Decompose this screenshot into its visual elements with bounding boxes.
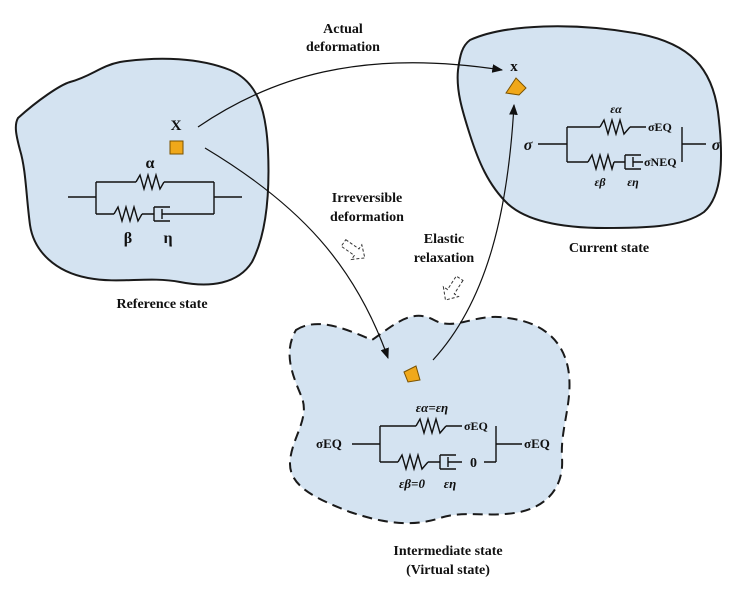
intermediate-rheology-model (352, 416, 522, 472)
intermediate-sigma-eq-left-label: σEQ (316, 436, 342, 451)
intermediate-zero-label: 0 (470, 456, 477, 471)
reference-eta-label: η (163, 230, 172, 247)
hollow-arrow-irreversible (340, 238, 366, 261)
reference-beta-label: β (124, 230, 132, 247)
reference-point-label: X (171, 118, 182, 134)
reference-region (14, 57, 270, 286)
irreversible-deformation-arrow (204, 147, 389, 360)
current-eps-eta-label: εη (627, 175, 639, 189)
elastic-relaxation-arrow (432, 103, 518, 361)
current-state-label: Current state (569, 241, 649, 256)
hollow-arrow-elastic (442, 275, 464, 301)
intermediate-eps-beta-zero-label: εβ=0 (399, 476, 425, 491)
current-rheology-model (538, 117, 706, 172)
reference-alpha-label: α (146, 155, 155, 172)
irreversible-label-line1: Irreversible (332, 191, 403, 206)
intermediate-region (288, 314, 571, 525)
intermediate-point-marker (403, 365, 421, 383)
intermediate-sigma-eq-right-label: σEQ (524, 436, 550, 451)
current-sigma-eq-label: σEQ (648, 120, 672, 134)
current-sigma-neq-label: σNEQ (644, 155, 677, 169)
current-point-marker (505, 77, 527, 96)
actual-label-line1: Actual (323, 22, 363, 37)
elastic-label-line2: relaxation (414, 251, 475, 266)
actual-deformation-arrow (197, 62, 504, 128)
reference-point-marker (169, 140, 184, 155)
intermediate-sigma-eq-top-label: σEQ (464, 419, 488, 433)
intermediate-eps-eta-label: εη (444, 476, 456, 491)
current-eps-alpha-label: εα (610, 102, 622, 116)
intermediate-state-label-line1: Intermediate state (393, 544, 502, 559)
current-sigma-left-label: σ (524, 137, 533, 154)
current-sigma-right-label: σ (712, 137, 721, 154)
actual-label-line2: deformation (306, 40, 380, 55)
intermediate-state-label-line2: (Virtual state) (406, 563, 490, 578)
reference-state-label: Reference state (116, 297, 207, 312)
current-eps-beta-label: εβ (594, 175, 606, 189)
reference-rheology-model (68, 172, 242, 224)
current-point-label: x (510, 59, 518, 75)
irreversible-label-line2: deformation (330, 210, 404, 225)
intermediate-eps-alpha-eq-label: εα=εη (416, 400, 448, 415)
elastic-label-line1: Elastic (424, 232, 464, 247)
